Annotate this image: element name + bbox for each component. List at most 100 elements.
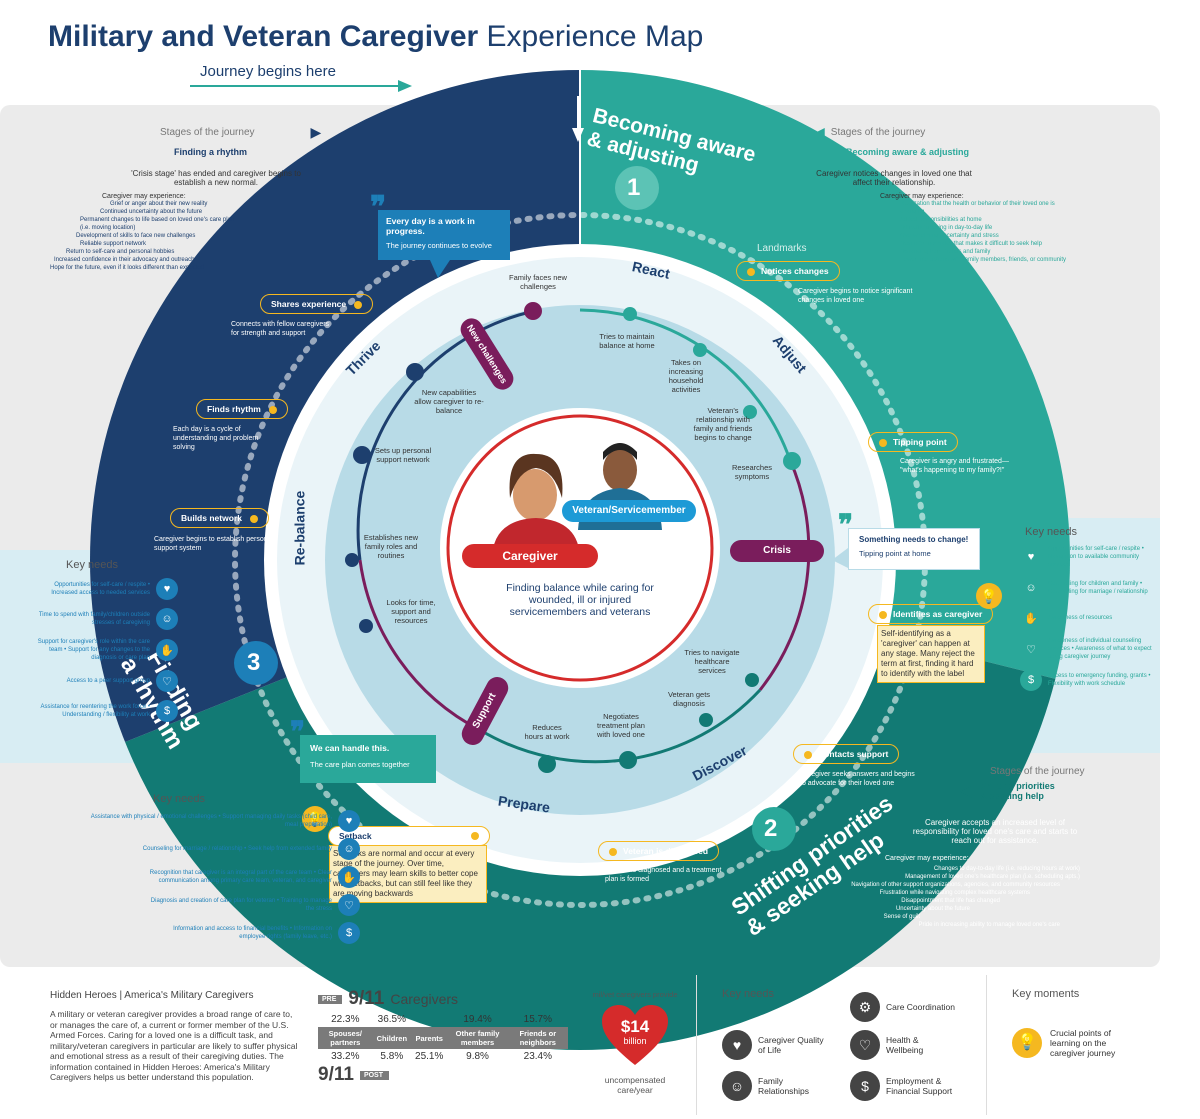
list-item: Changes to day-to-day life (i.e. reducin… [933, 866, 1080, 872]
center-text: Finding balance while caring for wounded… [506, 582, 654, 618]
table-cell: 5.8% [380, 1051, 404, 1062]
phase-pill-crisis[interactable]: Crisis [730, 540, 824, 562]
quote-text: Tipping point at home [859, 549, 931, 558]
landmark-title: Shares experience [271, 299, 347, 309]
need-label: Caregiver Quality of Life [758, 1035, 824, 1055]
column-header: Parents [411, 1027, 448, 1049]
amount-unit: billion [623, 1036, 647, 1046]
org-title: Hidden Heroes | America's Military Careg… [50, 990, 254, 1001]
list-item: Disappointment that life has changed [901, 898, 1000, 904]
stage3-label: Finding a rhythm [174, 147, 247, 157]
quote-bold: We can handle this. [310, 743, 390, 753]
landmark-finds-rhythm[interactable]: Finds rhythm [196, 399, 288, 419]
veteran-label: Veteran/Servicemember [562, 500, 696, 522]
provide-label: mil/vet caregivers provide [592, 990, 678, 999]
need-label: Health & Wellbeing [886, 1035, 924, 1055]
step-label: Tries to maintain balance at home [599, 332, 655, 350]
stats-table: 22.3% 36.5% 19.4% 15.7% Spouses/ partner… [318, 1012, 568, 1064]
heart-icon: $14 billion [600, 1003, 670, 1069]
need-text: Counseling for children and family • Cou… [1048, 581, 1148, 595]
table-cell: 15.7% [523, 1014, 553, 1025]
uncompensated-label: uncompensated care/year [604, 1075, 666, 1095]
footer-about: Hidden Heroes | America's Military Careg… [50, 990, 300, 1083]
care-coordination-icon: ⚙ [850, 992, 880, 1022]
landmark-builds-network[interactable]: Builds network [170, 508, 269, 528]
landmark-title: Setback [339, 831, 372, 841]
stage1-number: 1 [627, 174, 641, 201]
need-text: Access to a peer support group [66, 678, 150, 684]
landmark-title: Builds network [181, 513, 242, 523]
heart-hand-icon: ♥ [156, 578, 178, 600]
key-needs-bottom: Assistance with physical / emotional cha… [90, 810, 360, 944]
list-item: Difficulty focusing in day-to-day life [900, 225, 993, 231]
heart-hand-icon: ♥ [338, 810, 360, 832]
stage2-number: 2 [764, 815, 778, 842]
quote-bubble-1: Every day is a work in progress. The jou… [378, 210, 510, 260]
need-quality-of-life: ♥Caregiver Quality of Life [722, 1030, 828, 1060]
step-label: New capabilities allow caregiver to re-b… [414, 388, 484, 415]
landmark-identifies-caregiver[interactable]: Identifies as caregiver [868, 604, 994, 624]
column-header: Children [372, 1027, 412, 1049]
health-icon: ♡ [338, 894, 360, 916]
need-text: Information and access to financial bene… [173, 926, 332, 940]
quote-icon: ❞ [370, 191, 387, 224]
need-employment: $Employment & Financial Support [850, 1071, 966, 1101]
table-row: 22.3% 36.5% 19.4% 15.7% [318, 1012, 568, 1027]
stage3-intro: 'Crisis stage' has ended and caregiver b… [131, 169, 301, 187]
step-label: Sets up personal support network [374, 446, 432, 464]
column-header: Spouses/ partners [318, 1027, 373, 1049]
landmark-finds-text: Each day is a cycle of understanding and… [173, 426, 259, 451]
key-moments-title: Key moments [1012, 988, 1080, 1000]
need-family-relationships: ☺ Family Relationships [722, 1071, 828, 1101]
quote-bold: Every day is a work in progress. [386, 216, 475, 236]
landmark-contacts-support[interactable]: Contacts support [793, 744, 900, 764]
title-bold: Military and Veteran Caregiver [48, 20, 479, 53]
need-text: Recognition that caregiver is an integra… [149, 870, 332, 884]
family-icon: ☺ [338, 838, 360, 860]
table-header-row: Spouses/ partners Children Parents Other… [318, 1027, 568, 1049]
landmark-tipping-point[interactable]: Tipping point [868, 432, 958, 452]
landmark-dot-icon [747, 267, 755, 276]
landmark-notices-changes[interactable]: Notices changes [736, 261, 840, 281]
heart-shape [602, 1005, 668, 1065]
table-cell [411, 1012, 447, 1027]
quote-icon: ❞ [838, 509, 854, 540]
post-year: 9/11 [318, 1064, 354, 1085]
list-item: Navigation of other support organization… [851, 882, 1060, 888]
family-icon: ☺ [722, 1071, 752, 1101]
landmark-dot-icon [609, 847, 617, 856]
table-cell: 9.8% [466, 1051, 489, 1062]
triangle-left-icon: ◀ [814, 124, 825, 140]
quote-bubble-3: We can handle this. The care plan comes … [300, 735, 436, 783]
table-cell: 19.4% [463, 1014, 492, 1025]
need-text: Assistance for reentering the work force… [40, 704, 150, 718]
triangle-right-icon: ▶ [310, 124, 322, 140]
lightbulb-icon: 💡 [302, 806, 328, 832]
key-needs-label: Key needs [1025, 526, 1077, 538]
landmark-dot-icon [268, 405, 277, 414]
org-text: A military or veteran caregiver provides… [50, 1009, 298, 1082]
divider [986, 975, 987, 1115]
landmark-shares-experience[interactable]: Shares experience [260, 294, 374, 314]
stage3-number: 3 [247, 649, 261, 676]
table-row: 33.2% 5.8% 25.1% 9.8% 23.4% [318, 1049, 568, 1064]
stage1-panel: ◀ Stages of the journey Becoming aware &… [814, 124, 1066, 264]
landmark-title: Finds rhythm [207, 404, 261, 414]
landmark-dot-icon [354, 300, 363, 309]
need-label: Family Relationships [758, 1076, 810, 1096]
need-text: Support for caregiver's role within the … [37, 639, 150, 661]
landmarks-label: Landmarks [757, 243, 807, 254]
step-label: Reduces hours at work [524, 723, 570, 741]
need-text: Opportunities for self-care / respite • … [1048, 546, 1144, 568]
landmark-title: Tipping point [893, 437, 947, 447]
landmark-identifies-text: Self-identifying as a 'caregiver' can ha… [877, 625, 985, 683]
landmark-veteran-diagnosed[interactable]: Veteran is diagnosed [598, 841, 720, 861]
step-label: Researches symptoms [731, 463, 773, 481]
handshake-icon: ✋ [156, 639, 178, 661]
lightbulb-icon: 💡 [1012, 1028, 1042, 1058]
journey-begins-label: Journey begins here [200, 63, 336, 80]
stage2-experience-head: Caregiver may experience: [885, 855, 969, 862]
need-text: Diagnosis and creation of care plan for … [150, 898, 332, 912]
need-text: Awareness of resources [1048, 615, 1113, 621]
footer-key-moments: Key moments 💡 Crucial points of learning… [1012, 988, 1162, 1058]
